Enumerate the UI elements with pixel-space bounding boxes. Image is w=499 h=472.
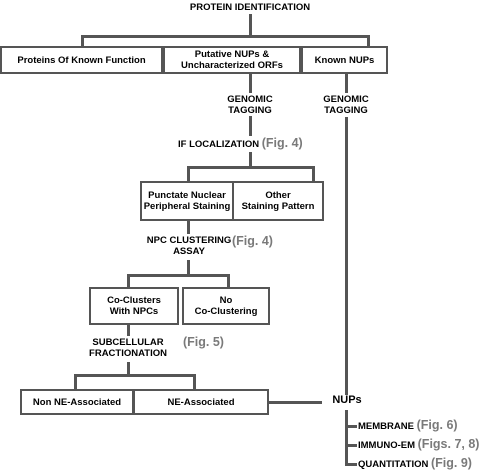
box-known-function: Proteins Of Known Function [0,46,163,74]
connector [127,274,130,288]
if-localization: IF LOCALIZATION (Fig. 4) [178,136,303,150]
box-putative-line2: Uncharacterized ORFs [181,60,283,71]
box-no-clustering-line2: Co-Clustering [194,306,258,317]
if-localization-fig: (Fig. 4) [261,136,303,150]
subcellular-fig: (Fig. 5) [183,335,224,349]
box-putative-nups: Putative NUPs & Uncharacterized ORFs [163,46,301,74]
connector [312,166,315,182]
box-co-clusters-line1: Co-Clusters [107,295,161,306]
npc-clustering-line1: NPC CLUSTERING [146,235,232,246]
genomic-tagging-left: GENOMIC TAGGING [200,94,300,116]
genomic-tagging-right: GENOMIC TAGGING [296,94,396,116]
nups-label: NUPs [332,394,362,406]
box-other-staining-line1: Other [265,190,291,201]
genomic-tagging-right-line2: TAGGING [324,105,368,116]
box-punctate: Punctate Nuclear Peripheral Staining [140,181,234,221]
genomic-tagging-right-line1: GENOMIC [323,94,369,105]
connector [81,35,84,47]
quantitation-item: QUANTITATION (Fig. 9) [358,456,472,470]
box-punctate-line2: Peripheral Staining [143,201,231,212]
connector [345,463,357,466]
immuno-em-fig: (Figs. 7, 8) [417,437,480,451]
connector [345,410,348,465]
connector [193,374,196,390]
connector [74,374,195,377]
connector [345,117,348,395]
connector [74,374,77,390]
quantitation-label: QUANTITATION [358,459,429,470]
box-known-function-label: Proteins Of Known Function [17,54,146,66]
connector [187,166,190,182]
box-ne-label: NE-Associated [167,396,235,408]
box-co-clusters-line2: With NPCs [109,306,159,317]
box-non-ne-associated: Non NE-Associated [20,389,134,415]
connector [367,35,370,47]
box-putative-line1: Putative NUPs & [194,49,270,60]
box-co-clusters: Co-Clusters With NPCs [89,287,179,325]
membrane-fig: (Fig. 6) [416,418,458,432]
box-punctate-line1: Punctate Nuclear [148,190,226,201]
genomic-tagging-left-line1: GENOMIC [227,94,273,105]
npc-clustering-fig: (Fig. 4) [232,234,273,248]
quantitation-fig: (Fig. 9) [431,456,472,470]
connector [249,14,252,36]
connector [127,324,130,336]
connector [345,444,357,447]
box-known-nups-label: Known NUPs [314,54,375,66]
genomic-tagging-left-line2: TAGGING [228,105,272,116]
subcellular-line2: FRACTIONATION [89,348,167,359]
connector [227,274,230,288]
box-known-nups: Known NUPs [301,46,388,74]
title: PROTEIN IDENTIFICATION [189,2,311,13]
box-other-staining: Other Staining Pattern [232,181,324,221]
if-localization-label: IF LOCALIZATION [178,139,260,150]
connector [187,166,314,169]
subcellular-line1: SUBCELLULAR [92,337,164,348]
connector [268,401,322,404]
box-non-ne-label: Non NE-Associated [32,396,122,408]
membrane-label: MEMBRANE [358,421,414,432]
connector [249,73,252,93]
connector [345,425,357,428]
connector [127,274,229,277]
npc-clustering-line2: ASSAY [173,246,205,257]
subcellular-fractionation: SUBCELLULAR FRACTIONATION [78,337,178,359]
connector [127,362,130,376]
immuno-em-item: IMMUNO-EM (Figs. 7, 8) [358,437,480,451]
connector [249,152,252,166]
npc-clustering: NPC CLUSTERING ASSAY [134,235,244,257]
connector [187,260,190,274]
box-no-clustering-line1: No [219,295,233,306]
connector [81,35,369,38]
connector [249,116,252,136]
membrane-item: MEMBRANE (Fig. 6) [358,418,458,432]
box-ne-associated: NE-Associated [133,389,269,415]
immuno-em-label: IMMUNO-EM [358,440,415,451]
box-no-clustering: No Co-Clustering [182,287,270,325]
connector [345,73,348,93]
connector [187,220,190,234]
box-other-staining-line2: Staining Pattern [241,201,315,212]
